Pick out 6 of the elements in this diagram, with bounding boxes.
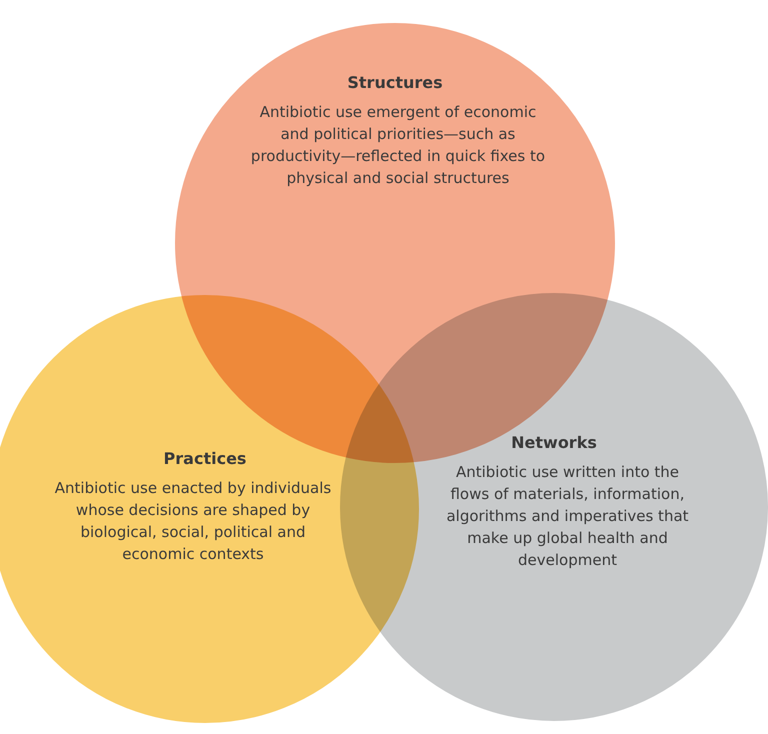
circle-description: Antibiotic use emergent of economic and political priorities—such as productivity—reflected in quick fixes to physical and social structures <box>250 102 546 189</box>
circle-heading: Networks <box>510 433 598 452</box>
circle-heading: Structures <box>346 73 444 92</box>
circle-description: Antibiotic use enacted by individuals whose decisions are shaped by biological, social, political and economic contexts <box>54 478 332 565</box>
circle-heading: Practices <box>162 449 248 468</box>
circle-description: Antibiotic use written into the flows of materials, information, algorithms and imperatives that make up global health and development <box>445 462 690 571</box>
